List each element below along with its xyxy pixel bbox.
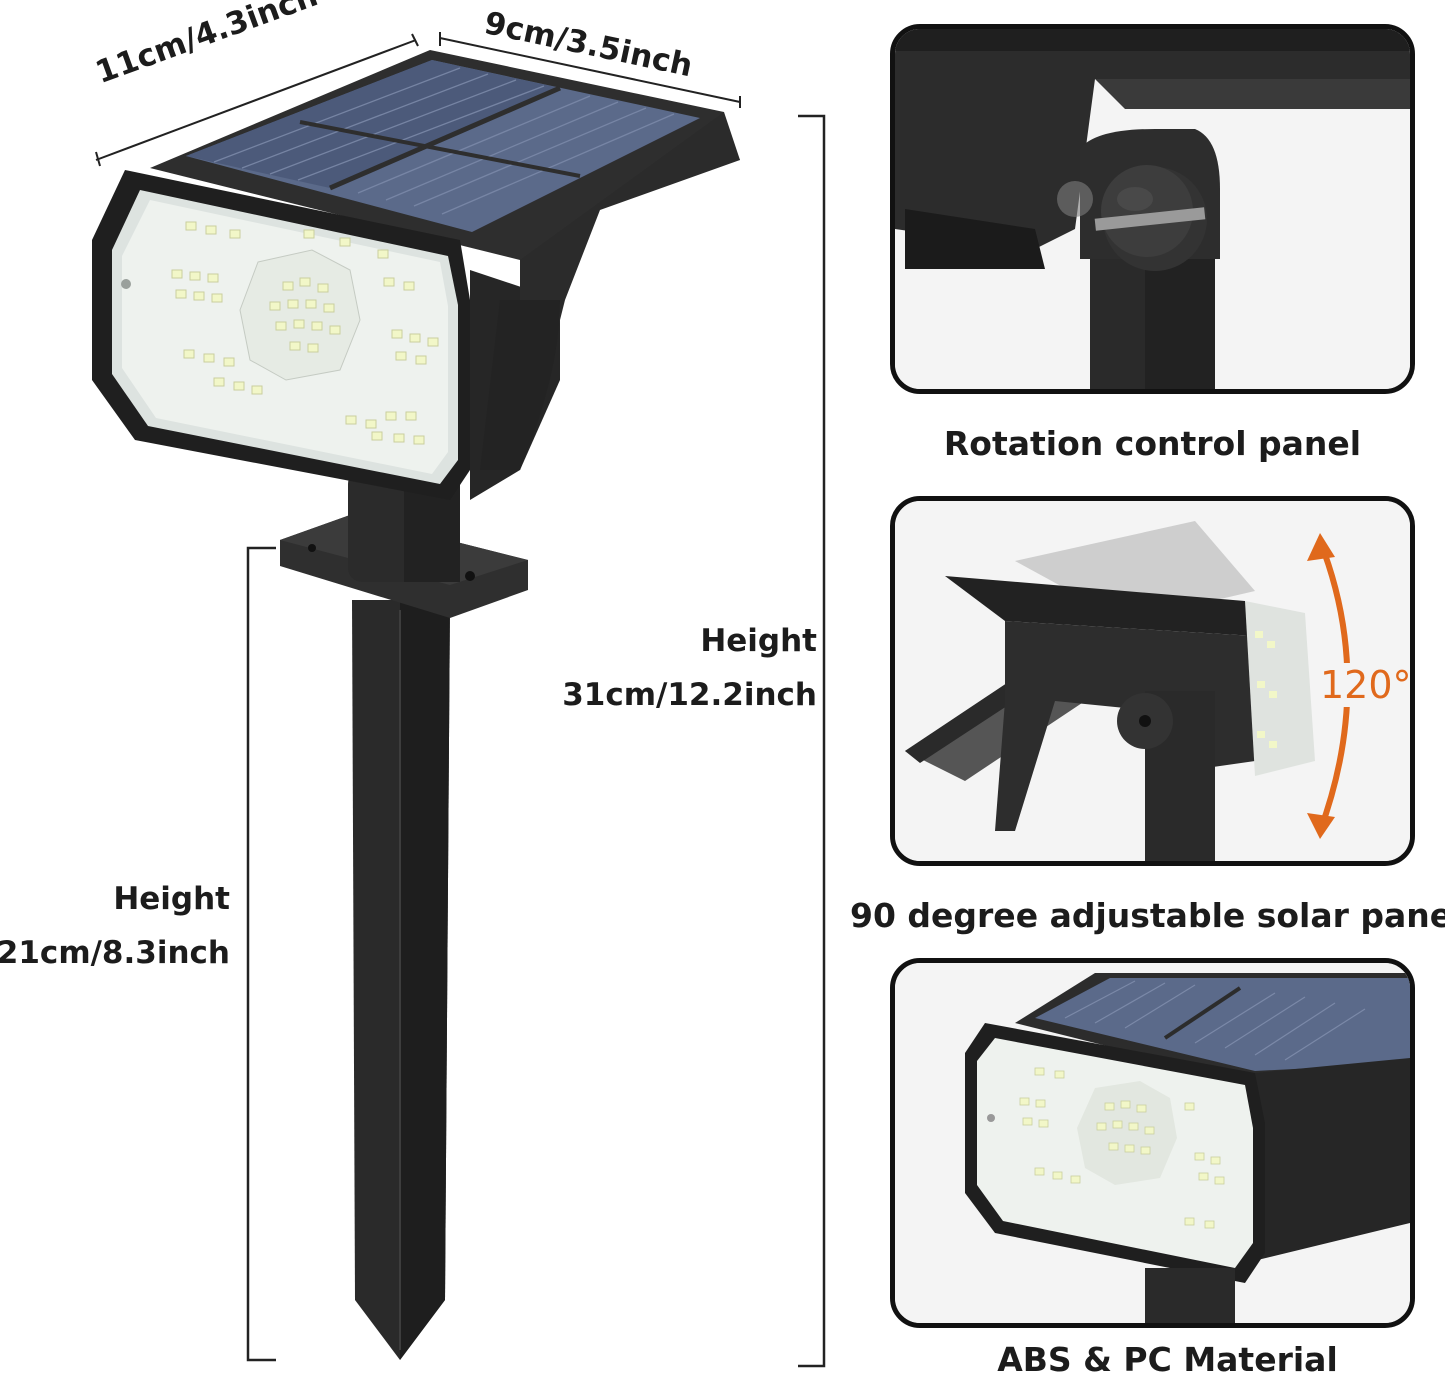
total-height-bracket (798, 114, 826, 1368)
rotation-joint-illustration (895, 29, 1410, 389)
adjustable-caption: 90 degree adjustable solar panel (850, 896, 1445, 935)
stake-height-value: 21cm/8.3inch (0, 935, 230, 971)
material-caption: ABS & PC Material (997, 1340, 1338, 1379)
length-dimension-line (95, 33, 419, 167)
rotation-caption: Rotation control panel (943, 424, 1362, 463)
width-dimension-line (439, 32, 741, 108)
ground-stake (352, 600, 450, 1360)
total-height-value: 31cm/12.2inch (562, 677, 817, 713)
light-head (92, 50, 740, 500)
angle-label: 120° (1320, 663, 1412, 707)
feature-panel-material (890, 958, 1415, 1328)
total-height-label: Height (700, 623, 817, 659)
stake-height-bracket (246, 546, 276, 1362)
feature-panel-adjustable: 120° (890, 496, 1415, 866)
solar-panel (186, 60, 700, 232)
feature-panel-rotation (890, 24, 1415, 394)
stake-height-label: Height (113, 881, 230, 917)
material-illustration (895, 963, 1410, 1323)
product-illustration (92, 32, 826, 1368)
